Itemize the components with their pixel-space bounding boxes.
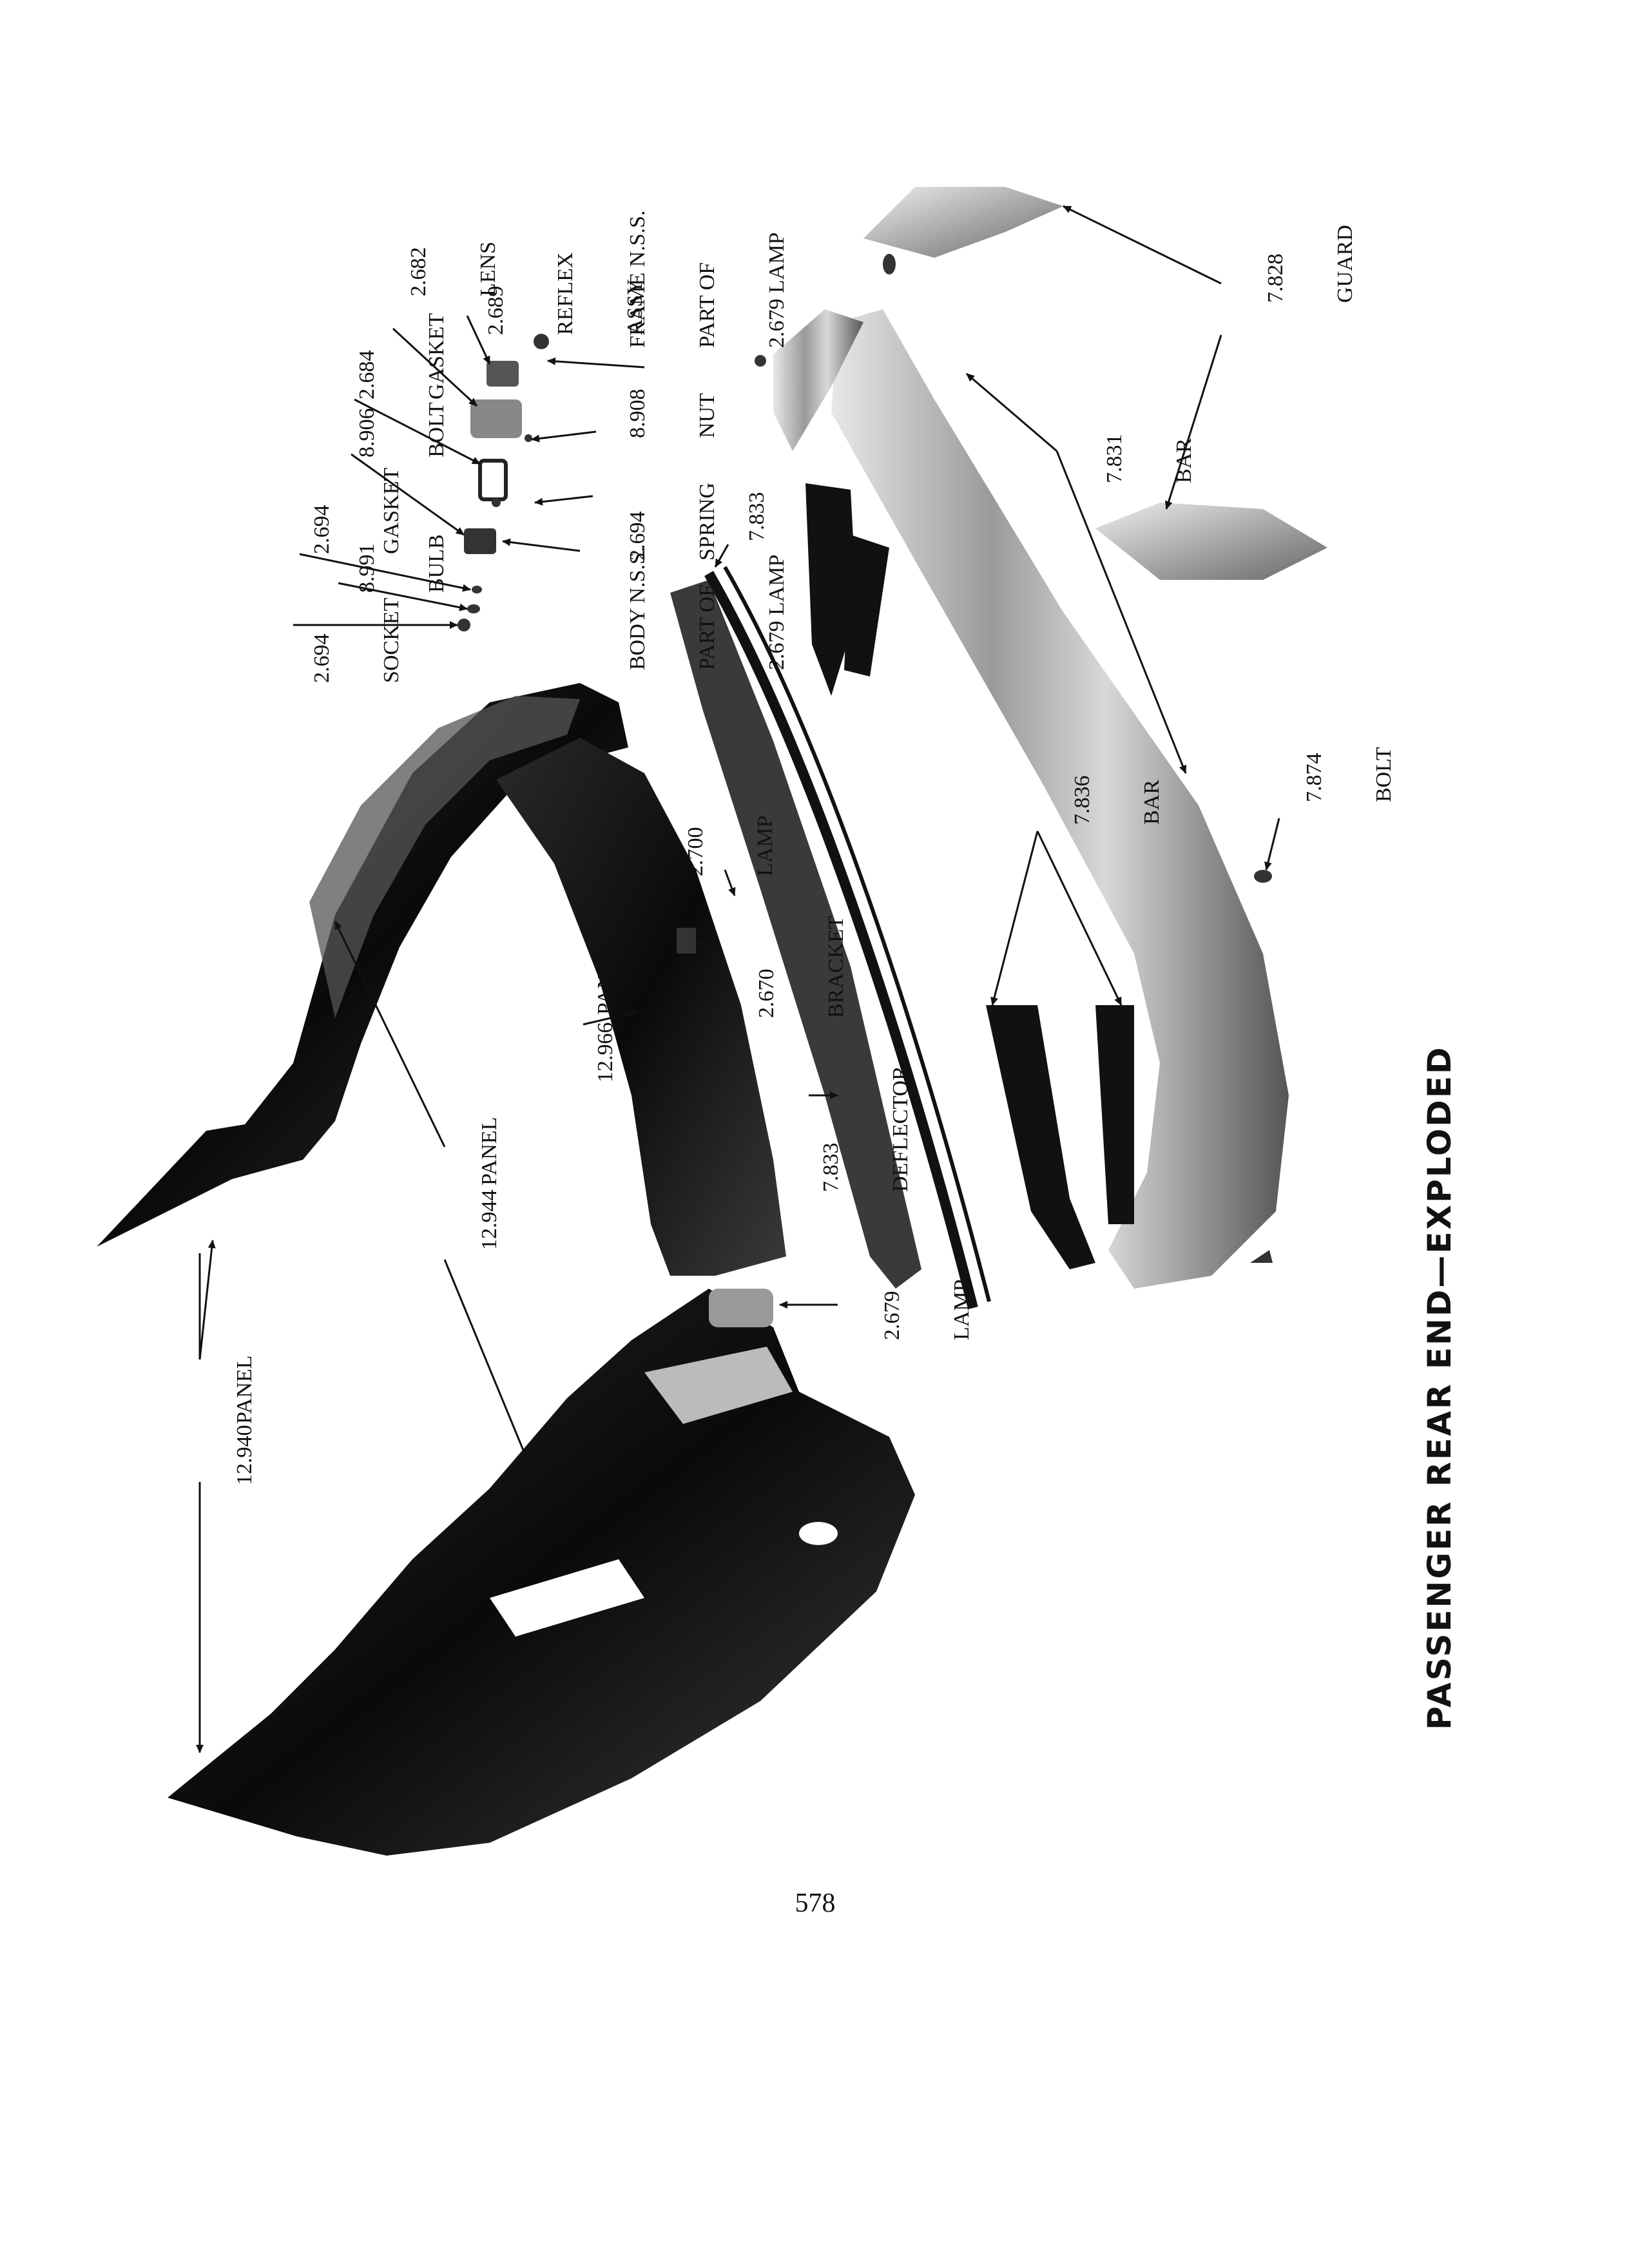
page-number: 578 — [795, 1888, 836, 1918]
panel-12944-shape — [309, 696, 580, 1018]
label-panel-12944-name: PANEL — [477, 1117, 501, 1186]
panel-12966-shape — [496, 738, 786, 1276]
label-socket-2694: 2.694 SOCKET — [310, 597, 403, 683]
label-panel-12940: 12.940 — [233, 1425, 256, 1486]
label-panel-12940-name: PANEL — [233, 1355, 256, 1424]
label-guard-7828: 7.828 GUARD — [1264, 225, 1357, 303]
label-lamp-2700: 2.700 LAMP — [684, 815, 777, 876]
label-gasket-2694: 2.694 GASKET — [310, 467, 403, 554]
lamp-hardware — [458, 254, 1273, 1263]
label-frame-nss: FRAME N.S.S. PART OF 2.679 LAMP — [626, 210, 789, 348]
label-bracket-2670: 2.670 BRACKET — [755, 916, 848, 1018]
panel-12940-upper-shape — [97, 683, 628, 1247]
label-lamp-2679: 2.679 LAMP — [880, 1279, 974, 1340]
label-deflector-7833: 7.833 DEFLECTOR — [819, 1066, 912, 1192]
label-panel-12966: 12.966 — [593, 1022, 617, 1083]
guard-7828-shape — [863, 187, 1063, 258]
label-bolt-8906: 8.906 BOLT — [355, 402, 448, 457]
bar-7831-shape — [831, 309, 1289, 1289]
label-bar-7831: 7.831 BAR — [1103, 434, 1196, 484]
label-panel-12966-name: PANEL — [593, 946, 617, 1015]
diagram-title: PASSENGER REAR END—EXPLODED — [1421, 1045, 1458, 1731]
bar-7836-shape — [986, 1005, 1095, 1269]
deflector-7833-shape — [670, 580, 921, 1289]
label-panel-12944: 12.944 — [477, 1189, 501, 1251]
label-body-nss: BODY N.S.S. PART OF 2.679 LAMP — [626, 546, 789, 670]
bracket-shape — [677, 928, 696, 954]
panel-12940-lower-shape — [168, 1289, 915, 1856]
label-nut-8908: 8.908 NUT — [626, 389, 719, 439]
label-bar-7836: 7.836 BAR — [1070, 775, 1164, 825]
label-bolt-7874: 7.874 BOLT — [1302, 747, 1396, 802]
label-spring-2694: 2.694 SPRING — [626, 483, 719, 561]
lamp-2679-shape — [709, 1289, 773, 1327]
seal-7833-shape — [704, 571, 978, 1309]
